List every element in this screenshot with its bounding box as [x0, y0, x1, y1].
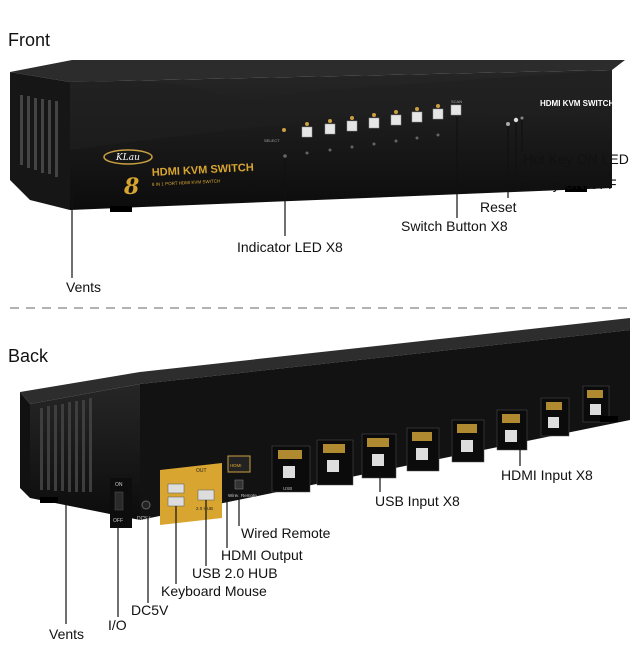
port-group-1: [271, 445, 311, 493]
label-hdmi-output: HDMI Output: [221, 547, 303, 563]
switch-button-4[interactable]: [368, 117, 380, 129]
label-switch-button: Switch Button X8: [401, 218, 508, 234]
keyboard-usb-port[interactable]: [167, 483, 185, 494]
device-title-right: HDMI KVM SWITCH: [540, 99, 614, 108]
port-group-2: [316, 439, 354, 486]
switch-button-2[interactable]: [324, 123, 336, 135]
label-keyboard-mouse: Keyboard Mouse: [161, 583, 267, 599]
usb-input-port-7[interactable]: [548, 417, 559, 428]
scan-print: SCAN: [451, 99, 462, 104]
device-title-front: HDMI KVM SWITCH: [152, 162, 255, 179]
brand-logo: KLau: [115, 153, 140, 163]
switch-button-7[interactable]: [432, 108, 444, 120]
back-device: ON OFF DC5V OUT 2.0 HUB HDMI Wired Remot…: [20, 318, 630, 528]
device-subtitle-front: 8 IN 1 PORT HDMI KVM SWITCH: [152, 178, 221, 187]
hotkey-onoff-button[interactable]: [513, 117, 519, 123]
mouse-usb-port[interactable]: [167, 496, 185, 507]
port-group-5: [451, 419, 485, 463]
switch-button-3[interactable]: [346, 120, 358, 132]
port-group-3: [361, 433, 397, 479]
switch-button-1[interactable]: [301, 126, 313, 138]
label-front-vents: Vents: [66, 279, 102, 295]
label-dc5v: DC5V: [131, 602, 169, 618]
dc-power-jack[interactable]: [141, 500, 151, 510]
front-vents: [20, 95, 58, 177]
back-section-title: Back: [8, 346, 49, 366]
label-wired-remote: Wired Remote: [241, 525, 331, 541]
power-on-print: ON: [115, 482, 123, 488]
usb-input-port-6[interactable]: [505, 430, 517, 442]
dc-print: DC5V: [137, 516, 151, 522]
label-usb-hub: USB 2.0 HUB: [192, 565, 278, 581]
port-led-row: [282, 104, 440, 132]
usb-print: USB: [283, 486, 292, 491]
usb-input-port-5[interactable]: [461, 440, 473, 452]
front-leader-lines: [71, 117, 523, 278]
power-switch[interactable]: [114, 491, 124, 511]
scan-button[interactable]: [450, 104, 462, 116]
in-print: IN: [289, 460, 294, 465]
wired-remote-port[interactable]: [234, 479, 244, 490]
wired-remote-print: Wired Remote: [228, 493, 257, 498]
hdmi-out-print: HDMI: [230, 463, 242, 468]
out-print: OUT: [196, 468, 207, 474]
front-device: KLau 8 HDMI KVM SWITCH 8 IN 1 PORT HDMI …: [10, 60, 625, 212]
label-hotkey-onoff: Hot Key ON/OFF: [510, 176, 617, 192]
usb-input-port-8[interactable]: [590, 404, 601, 415]
usb-input-port-2[interactable]: [327, 460, 339, 472]
label-io: I/O: [108, 617, 127, 633]
usb-input-port-3[interactable]: [372, 454, 384, 466]
label-back-vents: Vents: [49, 626, 85, 642]
port-group-4: [406, 427, 440, 472]
switch-button-5[interactable]: [390, 114, 402, 126]
reset-button[interactable]: [506, 122, 510, 126]
port-group-7: [540, 397, 570, 437]
input-port-groups: [271, 385, 610, 493]
power-off-print: OFF: [113, 518, 123, 524]
front-section-title: Front: [8, 30, 51, 50]
label-usb-input: USB Input X8: [375, 493, 460, 509]
front-left-side: [10, 72, 70, 210]
back-vents-left: [40, 398, 92, 492]
label-hotkey-led: Hot Key ON LED: [523, 151, 629, 167]
back-leader-lines: [65, 444, 521, 624]
label-indicator-led: Indicator LED X8: [237, 239, 343, 255]
usb-input-port-1[interactable]: [283, 466, 295, 478]
hub-print: 2.0 HUB: [196, 506, 213, 511]
usb-input-port-4[interactable]: [416, 448, 428, 460]
hotkey-led: [520, 116, 524, 120]
label-hdmi-input: HDMI Input X8: [501, 467, 593, 483]
usb-hub-port[interactable]: [197, 489, 215, 501]
port-count-badge: 8: [123, 174, 139, 200]
port-group-6: [496, 409, 528, 451]
label-reset: Reset: [480, 199, 517, 215]
switch-buttons: [301, 104, 462, 138]
hdmi-output-port[interactable]: [227, 455, 251, 473]
klau-logo-icon: [103, 149, 153, 165]
select-print: SELECT: [264, 138, 280, 143]
indicator-leds: [283, 133, 440, 158]
switch-button-6[interactable]: [411, 111, 423, 123]
